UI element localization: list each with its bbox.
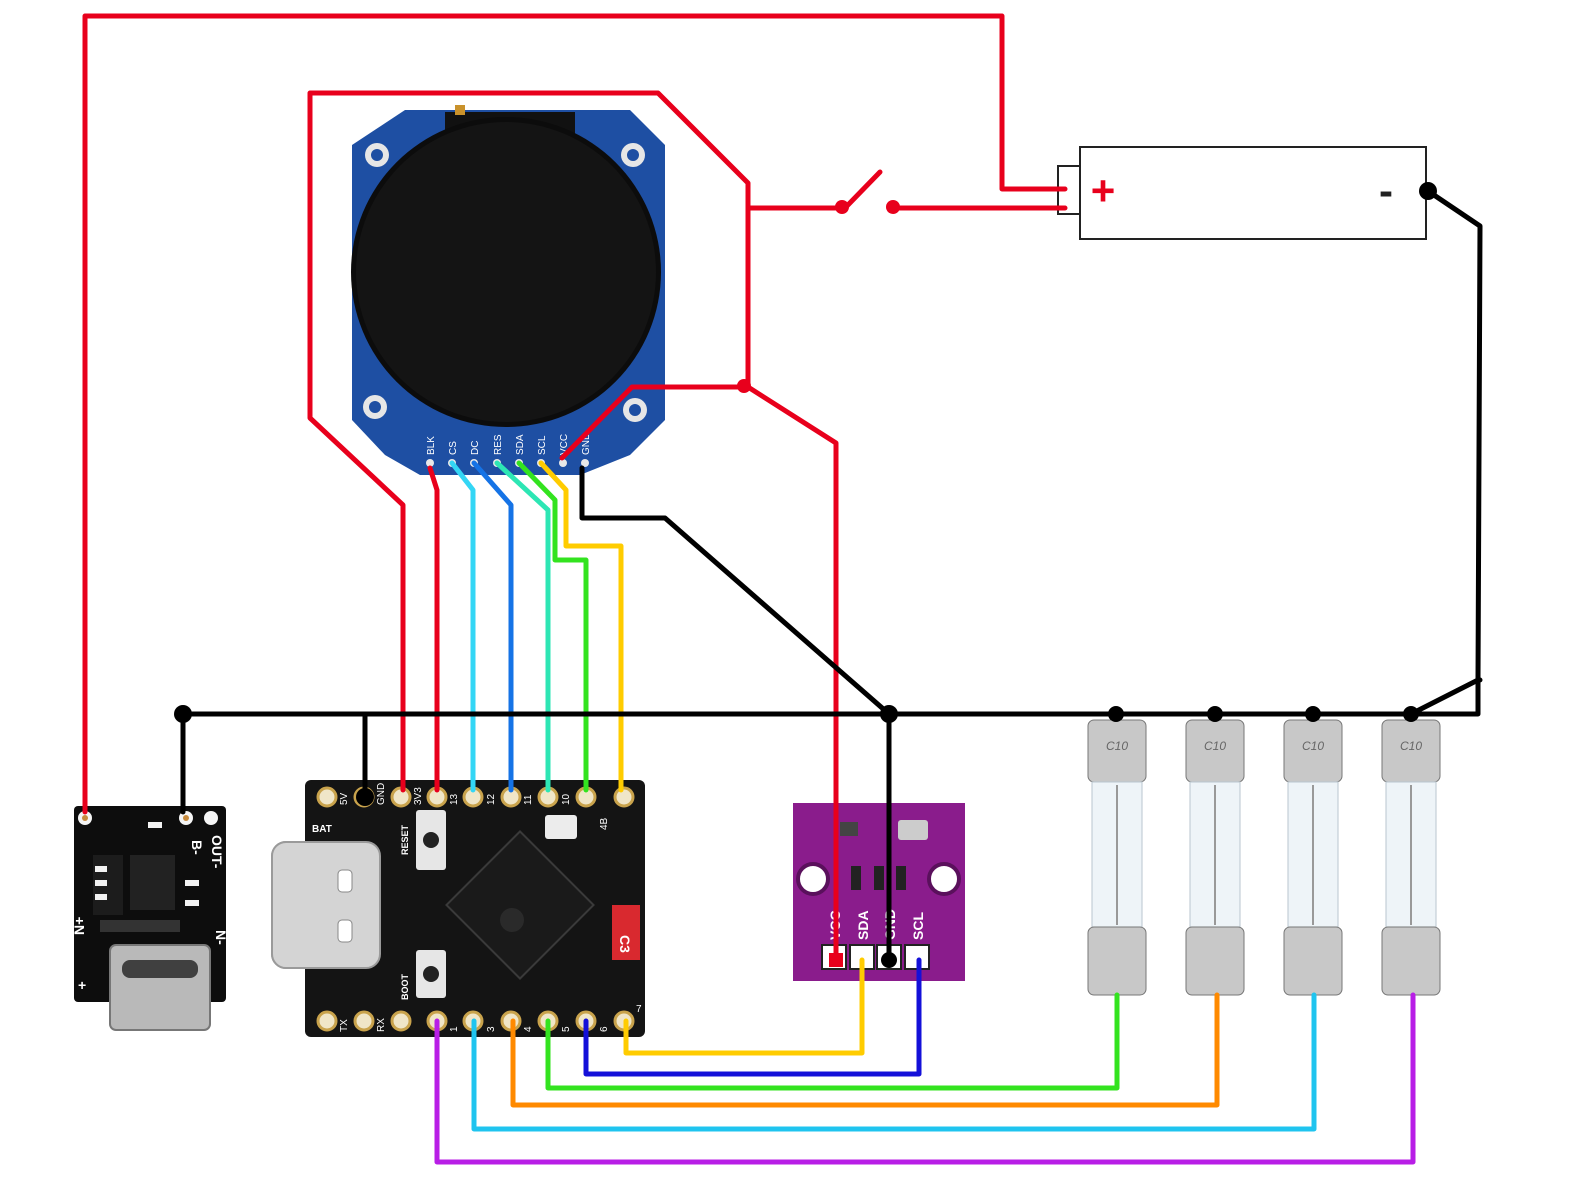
wire-5v-loop	[307, 90, 751, 793]
battery-minus: -	[1379, 167, 1393, 214]
usb-c-port-charger	[109, 944, 211, 1031]
mcu-label-boot: BOOT	[400, 973, 410, 1000]
display-pin-res: RES	[493, 434, 504, 455]
wire-sensor-sda	[623, 957, 865, 1056]
fuse-3: C10	[1283, 719, 1343, 996]
mcu-pin-5v: 5V	[339, 792, 350, 805]
fuse-1: C10	[1087, 719, 1147, 996]
battery: + -	[1057, 146, 1427, 240]
display-pin-vcc: VCC	[559, 434, 570, 455]
junction-dot	[881, 952, 897, 968]
wire-display-vcc	[559, 205, 751, 461]
mcu-pin-6: 6	[599, 1026, 610, 1032]
display-pin-scl: SCL	[537, 435, 548, 455]
sensor-pin-sda: SDA	[855, 910, 871, 940]
junction-dot	[1108, 706, 1124, 722]
junction-dot	[1419, 182, 1437, 200]
sensor-vcc-terminal	[829, 953, 843, 967]
junctions	[174, 182, 1437, 968]
mcu-pin-7: 7	[636, 1004, 642, 1015]
wire-charger-to-battery-plus	[82, 13, 1068, 815]
junction-dot	[356, 788, 374, 806]
display-pin-cs: CS	[448, 441, 459, 455]
wire-scl	[538, 460, 624, 793]
wire-blk	[427, 465, 440, 793]
mcu-label-bat: BAT	[312, 824, 332, 835]
mcu-label-reset: RESET	[400, 824, 410, 855]
wire-dc	[471, 460, 514, 793]
junction-dot	[174, 705, 192, 723]
switch-lever	[842, 169, 883, 211]
junction-dot	[880, 705, 898, 723]
mcu-pin-5: 5	[561, 1026, 572, 1032]
mcu-chip	[445, 830, 595, 980]
wire-ground-battery	[1408, 188, 1483, 717]
round-display-module: BLK CS DC RES SDA SCL VCC GND	[351, 105, 665, 475]
display-pin-dc: DC	[470, 441, 481, 455]
mcu-label-c3: C3	[617, 935, 633, 953]
mcu-pin-3: 3	[486, 1026, 497, 1032]
mcu-pin-rx: RX	[376, 1018, 387, 1032]
mcu-pin-11: 11	[523, 794, 534, 805]
mcu-pin-13: 13	[449, 793, 460, 805]
charger-label-n-minus: N-	[213, 930, 229, 945]
sensor-pin-scl: SCL	[910, 912, 926, 940]
charger-label-b-minus: B-	[189, 840, 205, 855]
display-pin-gnd: GND	[581, 433, 592, 455]
charger-label-out-minus: OUT-	[209, 835, 225, 869]
mcu-pin-tx: TX	[339, 1019, 350, 1032]
fuse-4-label: C10	[1400, 739, 1422, 753]
junction-dot	[737, 379, 751, 393]
wire-sensor-scl	[583, 957, 922, 1077]
mcu-pin-10: 10	[561, 793, 572, 805]
wire-fuse-4	[434, 992, 1416, 1165]
junction-dot	[1207, 706, 1223, 722]
display-pin-sda: SDA	[515, 434, 526, 455]
fuse-2: C10	[1185, 719, 1245, 996]
mcu-pin-12: 12	[486, 793, 497, 805]
charger-label-plus: +	[78, 977, 86, 993]
wire-res	[494, 460, 551, 793]
fuse-4: C10	[1381, 719, 1441, 996]
switch-contact	[835, 200, 849, 214]
mcu-pin-4b: 4B	[599, 817, 610, 830]
fuses: C10 C10 C10 C10	[1087, 719, 1441, 996]
mcu-pin-gnd: GND	[376, 783, 387, 805]
mcu-pin-4: 4	[523, 1026, 534, 1032]
wire-cs	[449, 460, 476, 793]
junction-dot	[1305, 706, 1321, 722]
mcu-board: C3 BAT RESET BOOT 5V GND 3V3 13 12 11 10…	[271, 780, 645, 1037]
switch-contact	[886, 200, 900, 214]
sensor-module: VCC SDA GND SCL	[793, 803, 965, 981]
fuse-2-label: C10	[1204, 739, 1226, 753]
wire-display-gnd	[579, 465, 892, 717]
wire-fuse-2	[510, 992, 1220, 1108]
fuse-1-label: C10	[1106, 739, 1128, 753]
battery-plus: +	[1091, 167, 1116, 214]
junction-dot	[1403, 706, 1419, 722]
charger-label-n-plus: N+	[71, 917, 87, 935]
wire-fuse-3	[471, 992, 1317, 1132]
wire-sda	[516, 460, 589, 793]
mcu-pin-1: 1	[449, 1026, 460, 1032]
mcu-pin-3v3: 3V3	[413, 787, 424, 805]
wire-sensor-vcc	[745, 384, 839, 963]
wires	[82, 13, 1483, 1165]
display-pin-blk: BLK	[426, 436, 437, 455]
charger-module: B- OUT- N+ N- +	[71, 806, 229, 1031]
fuse-3-label: C10	[1302, 739, 1324, 753]
wire-fuse-1	[545, 992, 1120, 1091]
